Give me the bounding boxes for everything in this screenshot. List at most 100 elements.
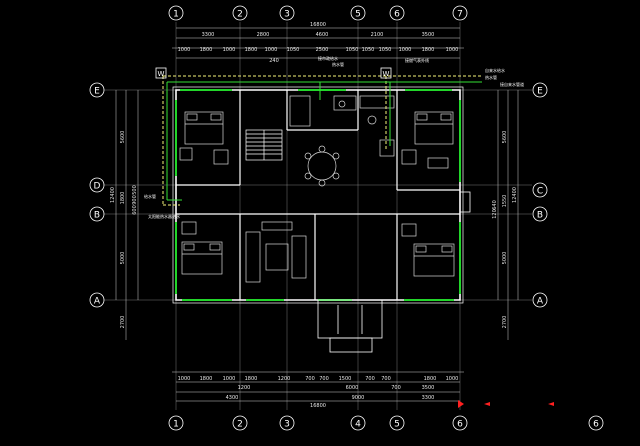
axis-label-right: B bbox=[537, 211, 543, 221]
bottom-fine-dim: 1200 bbox=[278, 376, 291, 382]
top-fine-dim: 1050 bbox=[379, 47, 392, 53]
axis-label-left: B bbox=[94, 211, 100, 221]
top-segment-dim: 2800 bbox=[257, 32, 270, 38]
left-segment-dim: 5000 bbox=[120, 252, 126, 265]
axis-label-left: D bbox=[94, 182, 101, 192]
right-outer-dim: 12400 bbox=[512, 187, 518, 203]
cold-water-pipes bbox=[162, 75, 482, 206]
pipe-note: 接市政给水 bbox=[318, 55, 338, 61]
top-fine-dim: 1800 bbox=[200, 47, 213, 53]
axis-label-bottom: 2 bbox=[237, 420, 243, 430]
left-small-dim: 600 bbox=[132, 205, 138, 215]
staircase bbox=[245, 129, 283, 161]
left-small-dim: 900 bbox=[132, 195, 138, 205]
axis-label-top: 6 bbox=[394, 10, 400, 20]
axis-label-top: 2 bbox=[237, 10, 243, 20]
bay-window bbox=[459, 191, 471, 213]
axis-label-bottom: 1 bbox=[173, 420, 179, 430]
extra-axis-label: 6 bbox=[593, 420, 599, 430]
bottom-segment-dims: 4300 9000 3300 bbox=[226, 395, 435, 401]
bottom-mid-dim: 1200 bbox=[238, 385, 251, 391]
bottom-fine-dims: 1000 1800 1000 1800 1200 700 700 1500 70… bbox=[178, 376, 459, 382]
right-dimension-chain bbox=[497, 90, 519, 340]
top-fine-dim: 1800 bbox=[422, 47, 435, 53]
exterior-walls bbox=[172, 86, 464, 304]
interior-walls bbox=[176, 90, 460, 300]
top-fine-dim: 2500 bbox=[316, 47, 329, 53]
axis-label-top: 1 bbox=[173, 10, 179, 20]
bottom-fine-dim: 1800 bbox=[200, 376, 213, 382]
bottom-fine-dim: 700 bbox=[305, 376, 315, 382]
left-segment-dim: 5600 bbox=[120, 131, 126, 144]
row-axis-markers-left bbox=[89, 82, 105, 308]
hot-water-pipes bbox=[166, 81, 482, 201]
section-marker-icons bbox=[458, 400, 554, 408]
pipe-note: 热水管 bbox=[332, 61, 344, 67]
top-fine-dims: 1000 1800 1000 1800 1000 1050 2500 1050 … bbox=[178, 47, 459, 53]
axis-label-bottom: 4 bbox=[355, 420, 361, 430]
pipe-note: 接燃气表外线 bbox=[405, 57, 429, 63]
axis-label-left: A bbox=[94, 297, 101, 307]
top-segment-dim: 3300 bbox=[202, 32, 215, 38]
left-dimension-chain bbox=[115, 90, 139, 340]
left-small-dim: 500 bbox=[132, 185, 138, 195]
bottom-mid-dims: 1200 6000 700 3500 bbox=[238, 385, 435, 391]
right-segment-dim: 2700 bbox=[502, 316, 508, 329]
living-room-sofa bbox=[245, 221, 307, 283]
column-axis-markers-top bbox=[168, 5, 468, 21]
bottom-fine-dim: 1500 bbox=[339, 376, 352, 382]
entrance-porch bbox=[317, 299, 383, 353]
top-dimension-chain bbox=[172, 27, 464, 59]
right-segment-dim: 1550 bbox=[502, 195, 508, 208]
axis-label-right: E bbox=[537, 87, 543, 97]
bottom-fine-dim: 700 bbox=[381, 376, 391, 382]
dining-table bbox=[304, 145, 340, 187]
top-fine-dim: 1000 bbox=[178, 47, 191, 53]
bed-top-left bbox=[179, 111, 229, 165]
bottom-fine-dim: 1800 bbox=[424, 376, 437, 382]
pipe-note: 太阳能热水器进水 bbox=[148, 213, 180, 219]
top-total-dim: 16800 bbox=[310, 22, 326, 28]
water-inlet-left-label: W bbox=[158, 70, 165, 78]
pipe-note: 接自来水管道 bbox=[500, 81, 524, 87]
water-inlet-left bbox=[155, 67, 167, 79]
pipe-note: 给水管 bbox=[144, 193, 156, 199]
axis-label-bottom: 3 bbox=[284, 420, 290, 430]
axis-label-bottom: 5 bbox=[394, 420, 400, 430]
bottom-fine-dim: 1000 bbox=[178, 376, 191, 382]
bottom-segment-dim: 9000 bbox=[352, 395, 365, 401]
bottom-dimension-chain bbox=[172, 371, 464, 402]
windows bbox=[175, 89, 461, 301]
top-segment-dims: 3300 2800 4600 2100 3500 bbox=[202, 32, 435, 38]
pipe-note: 热水管 bbox=[485, 74, 497, 80]
bed-bottom-left bbox=[181, 221, 223, 275]
bottom-segment-dim: 4300 bbox=[226, 395, 239, 401]
top-fine-dim: 1000 bbox=[265, 47, 278, 53]
right-segment-dim: 5000 bbox=[502, 252, 508, 265]
bottom-fine-dim: 1800 bbox=[245, 376, 258, 382]
top-segment-dim: 3500 bbox=[422, 32, 435, 38]
top-fine-dim: 1050 bbox=[362, 47, 375, 53]
bottom-fine-dim: 1000 bbox=[446, 376, 459, 382]
bottom-mid-dim: 3500 bbox=[422, 385, 435, 391]
axis-label-bottom: 6 bbox=[457, 420, 463, 430]
right-segment-dim: 5600 bbox=[502, 131, 508, 144]
bottom-fine-dim: 700 bbox=[365, 376, 375, 382]
bottom-fine-dim: 1000 bbox=[223, 376, 236, 382]
axis-label-right: A bbox=[537, 297, 544, 307]
bed-bottom-right bbox=[401, 223, 455, 277]
water-inlet-right bbox=[380, 67, 392, 79]
left-segment-dim: 1800 bbox=[120, 192, 126, 205]
bottom-fine-dim: 700 bbox=[319, 376, 329, 382]
bottom-total-dim: 16800 bbox=[310, 403, 326, 409]
bathroom-fixtures bbox=[359, 95, 395, 157]
extra-axis-marker bbox=[588, 415, 604, 431]
top-fine-dim: 1050 bbox=[287, 47, 300, 53]
axis-label-top: 3 bbox=[284, 10, 290, 20]
top-segment-dim: 4600 bbox=[316, 32, 329, 38]
right-small-dim: 120 bbox=[492, 209, 498, 219]
left-segment-dim: 2700 bbox=[120, 316, 126, 329]
row-axis-markers-right bbox=[532, 82, 548, 308]
axis-label-right: C bbox=[537, 187, 543, 197]
